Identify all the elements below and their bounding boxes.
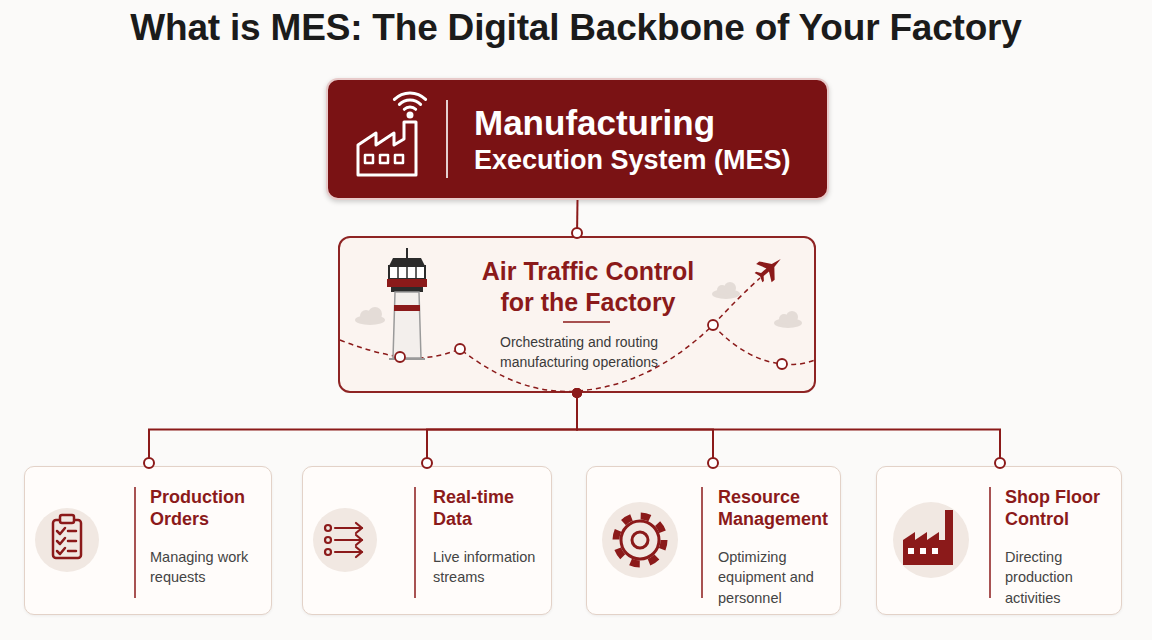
- tree-connector: [577, 393, 713, 466]
- metaphor-heading: Air Traffic Control for the Factory: [481, 256, 695, 319]
- card-description: Optimizing equipment and personnel: [718, 547, 836, 608]
- card-heading: Shop Floor Control: [1005, 487, 1117, 530]
- connector-group: [572, 388, 1005, 468]
- card-heading: Real-time Data: [433, 487, 547, 530]
- card-description: Directing production activities: [1005, 547, 1117, 608]
- system-box: Manufacturing Execution System (MES): [326, 78, 829, 200]
- diagram-title: What is MES: The Digital Backbone of You…: [0, 6, 1152, 50]
- card-heading: Resource Management: [718, 487, 836, 530]
- connector-group: [144, 388, 582, 468]
- connector-group: [572, 200, 582, 238]
- feature-card: Production OrdersManaging work requests: [24, 466, 272, 615]
- tree-connector: [576, 200, 579, 236]
- card-description: Live information streams: [433, 547, 547, 588]
- feature-card: Real-time DataLive information streams: [302, 466, 552, 615]
- system-name: Manufacturing Execution System (MES): [474, 102, 819, 176]
- connector-group: [422, 388, 582, 468]
- feature-card: Shop Floor ControlDirecting production a…: [876, 466, 1122, 615]
- tree-connector: [149, 393, 577, 466]
- tree-connector: [577, 393, 1000, 466]
- feature-card: Resource ManagementOptimizing equipment …: [586, 466, 841, 615]
- card-description: Managing work requests: [150, 547, 267, 588]
- metaphor-description: Orchestrating and routing manufacturing …: [479, 333, 679, 372]
- tree-connector: [427, 393, 577, 466]
- metaphor-box: Air Traffic Control for the FactoryOrche…: [338, 236, 816, 393]
- card-heading: Production Orders: [150, 487, 267, 530]
- connector-group: [572, 388, 718, 468]
